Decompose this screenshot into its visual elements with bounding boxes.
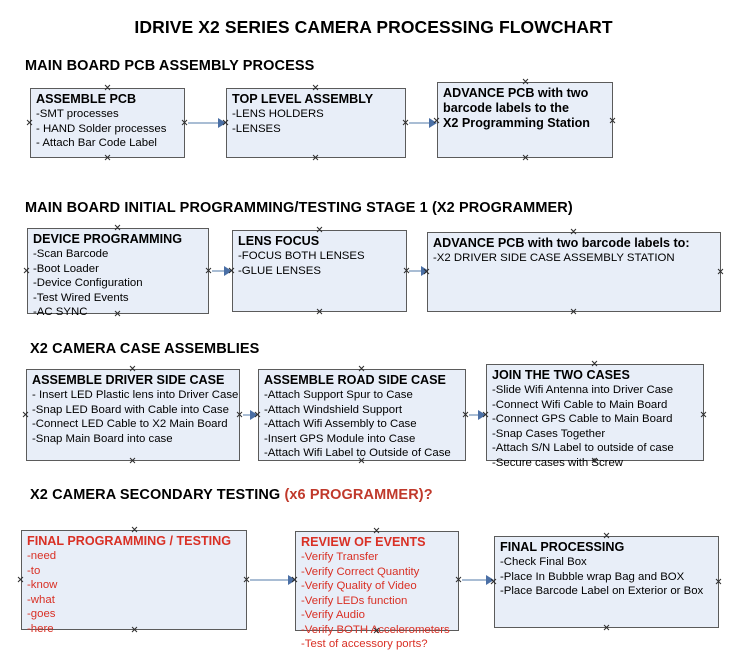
connector-line — [243, 414, 255, 416]
node-device-programming[interactable]: DEVICE PROGRAMMING -Scan Barcode -Boot L… — [27, 228, 209, 318]
node-line: -AC SYNC — [33, 306, 88, 318]
node-advance-pcb-to-programming-station[interactable]: ADVANCE PCB with two barcode labels to t… — [437, 82, 613, 158]
connector-arrow-icon — [421, 266, 429, 276]
connector-arrow-icon — [250, 410, 258, 420]
node-line: -Snap Cases Together — [492, 427, 606, 440]
node-title: TOP LEVEL ASSEMBLY — [232, 92, 374, 106]
node-title: JOIN THE TWO CASES — [492, 368, 630, 382]
node-line: -Insert GPS Module into Case — [264, 432, 416, 445]
node-line: -Attach Wifi Assembly to Case — [264, 418, 417, 430]
node-line: - HAND Solder processes — [36, 122, 167, 135]
node-line: -LENSES — [232, 122, 281, 135]
node-line: -Verify Correct Quantity — [301, 565, 420, 578]
node-line: -Attach S/N Label to outside of case — [492, 442, 674, 454]
node-line: -Connect GPS Cable to Main Board — [492, 413, 673, 425]
node-line: -Boot Loader — [33, 262, 99, 275]
node-final-programming-testing[interactable]: FINAL PROGRAMMING / TESTING -need -to -k… — [21, 530, 247, 635]
connector-line — [212, 270, 228, 272]
node-line: -LENS HOLDERS — [232, 108, 324, 120]
page-title: IDRIVE X2 SERIES CAMERA PROCESSING FLOWC… — [134, 17, 613, 37]
node-join-the-two-cases[interactable]: JOIN THE TWO CASES -Slide Wifi Antenna i… — [486, 364, 704, 469]
node-advance-pcb-to-driver-side-case[interactable]: ADVANCE PCB with two barcode labels to: … — [427, 232, 721, 312]
node-line: -to — [27, 564, 41, 577]
node-line: -Device Configuration — [33, 277, 143, 289]
node-line-overflow: -Test of accessory ports? — [301, 638, 428, 650]
connector-arrow-icon — [288, 575, 296, 585]
node-line: -Connect Wifi Cable to Main Board — [492, 398, 668, 411]
node-title: ASSEMBLE DRIVER SIDE CASE — [32, 373, 225, 387]
node-line: -Place In Bubble wrap Bag and BOX — [500, 570, 685, 583]
node-line: barcode labels to the — [443, 101, 569, 115]
node-title: ADVANCE PCB with two barcode labels to: — [433, 236, 690, 250]
node-line: -Snap Main Board into case — [32, 432, 173, 445]
node-review-of-events[interactable]: REVIEW OF EVENTS -Verify Transfer -Verif… — [295, 531, 459, 650]
node-line: -Verify Audio — [301, 609, 365, 621]
connector-line — [462, 579, 492, 581]
node-line: -Test Wired Events — [33, 291, 129, 304]
node-top-level-assembly[interactable]: TOP LEVEL ASSEMBLY -LENS HOLDERS -LENSES — [226, 88, 406, 158]
section-heading-3-text: X2 CAMERA CASE ASSEMBLIES — [30, 341, 260, 357]
node-line: -X2 DRIVER SIDE CASE ASSEMBLY STATION — [433, 252, 675, 264]
node-line: -Attach Support Spur to Case — [264, 389, 413, 401]
node-line: -here — [27, 622, 54, 635]
node-assemble-road-side-case[interactable]: ASSEMBLE ROAD SIDE CASE -Attach Support … — [258, 369, 466, 461]
section-heading-1-text: MAIN BOARD PCB ASSEMBLY PROCESS — [25, 58, 315, 74]
node-assemble-driver-side-case[interactable]: ASSEMBLE DRIVER SIDE CASE - Insert LED P… — [26, 369, 240, 461]
node-line: -Verify BOTH Accelerometers — [301, 623, 450, 636]
node-line: -Attach Wifi Label to Outside of Case — [264, 447, 451, 459]
connector-line — [469, 414, 483, 416]
section-heading-1: MAIN BOARD PCB ASSEMBLY PROCESS — [25, 58, 314, 74]
connector-line — [188, 122, 222, 124]
node-line: -need — [27, 550, 57, 562]
node-line: -Check Final Box — [500, 556, 587, 568]
node-title: ADVANCE PCB with two — [443, 86, 589, 100]
node-line: -FOCUS BOTH LENSES — [238, 250, 365, 262]
node-title: ASSEMBLE ROAD SIDE CASE — [264, 373, 446, 387]
node-line: -Verify LEDs function — [301, 594, 408, 607]
node-line: -Connect LED Cable to X2 Main Board — [32, 418, 228, 430]
node-line: -Attach Windshield Support — [264, 403, 403, 416]
node-title: FINAL PROGRAMMING / TESTING — [27, 534, 232, 548]
connector-line — [250, 579, 294, 581]
node-title: FINAL PROCESSING — [500, 540, 625, 554]
section-heading-4-text: X2 CAMERA SECONDARY TESTING — [30, 487, 285, 503]
node-line: -goes — [27, 608, 56, 620]
node-assemble-pcb[interactable]: ASSEMBLE PCB -SMT processes - HAND Solde… — [30, 88, 185, 158]
node-line: -Slide Wifi Antenna into Driver Case — [492, 384, 674, 396]
connector-arrow-icon — [429, 118, 437, 128]
node-final-processing[interactable]: FINAL PROCESSING -Check Final Box -Place… — [494, 536, 719, 628]
connector-arrow-icon — [478, 410, 486, 420]
node-line: - Attach Bar Code Label — [36, 137, 157, 149]
connector-arrow-icon — [224, 266, 232, 276]
node-line: -Place Barcode Label on Exterior or Box — [500, 585, 704, 597]
node-line: -what — [27, 593, 55, 606]
node-line: -Verify Transfer — [301, 551, 379, 563]
node-line: -GLUE LENSES — [238, 264, 321, 277]
node-line: -Verify Quality of Video — [301, 580, 417, 592]
section-heading-4-accent: (x6 PROGRAMMER)? — [284, 487, 433, 503]
node-line: -know — [27, 579, 58, 591]
node-title: LENS FOCUS — [238, 234, 320, 248]
connector-arrow-icon — [218, 118, 226, 128]
connector-line — [409, 270, 426, 272]
node-line: X2 Programming Station — [443, 116, 590, 130]
section-heading-4: X2 CAMERA SECONDARY TESTING (x6 PROGRAMM… — [30, 487, 433, 503]
node-line: - Insert LED Plastic lens into Driver Ca… — [32, 389, 239, 401]
node-line: -Secure cases with Screw — [492, 456, 624, 469]
section-heading-2-text: MAIN BOARD INITIAL PROGRAMMING/TESTING S… — [25, 200, 573, 216]
node-line: -SMT processes — [36, 108, 119, 120]
node-line: -Snap LED Board with Cable into Case — [32, 403, 229, 416]
section-heading-3: X2 CAMERA CASE ASSEMBLIES — [30, 341, 259, 357]
connector-arrow-icon — [486, 575, 494, 585]
node-title: DEVICE PROGRAMMING — [33, 232, 183, 246]
connector-line — [409, 122, 434, 124]
node-title: REVIEW OF EVENTS — [301, 535, 426, 549]
section-heading-2: MAIN BOARD INITIAL PROGRAMMING/TESTING S… — [25, 200, 573, 216]
node-line: -Scan Barcode — [33, 248, 109, 260]
node-lens-focus[interactable]: LENS FOCUS -FOCUS BOTH LENSES -GLUE LENS… — [232, 230, 407, 312]
node-title: ASSEMBLE PCB — [36, 92, 137, 106]
